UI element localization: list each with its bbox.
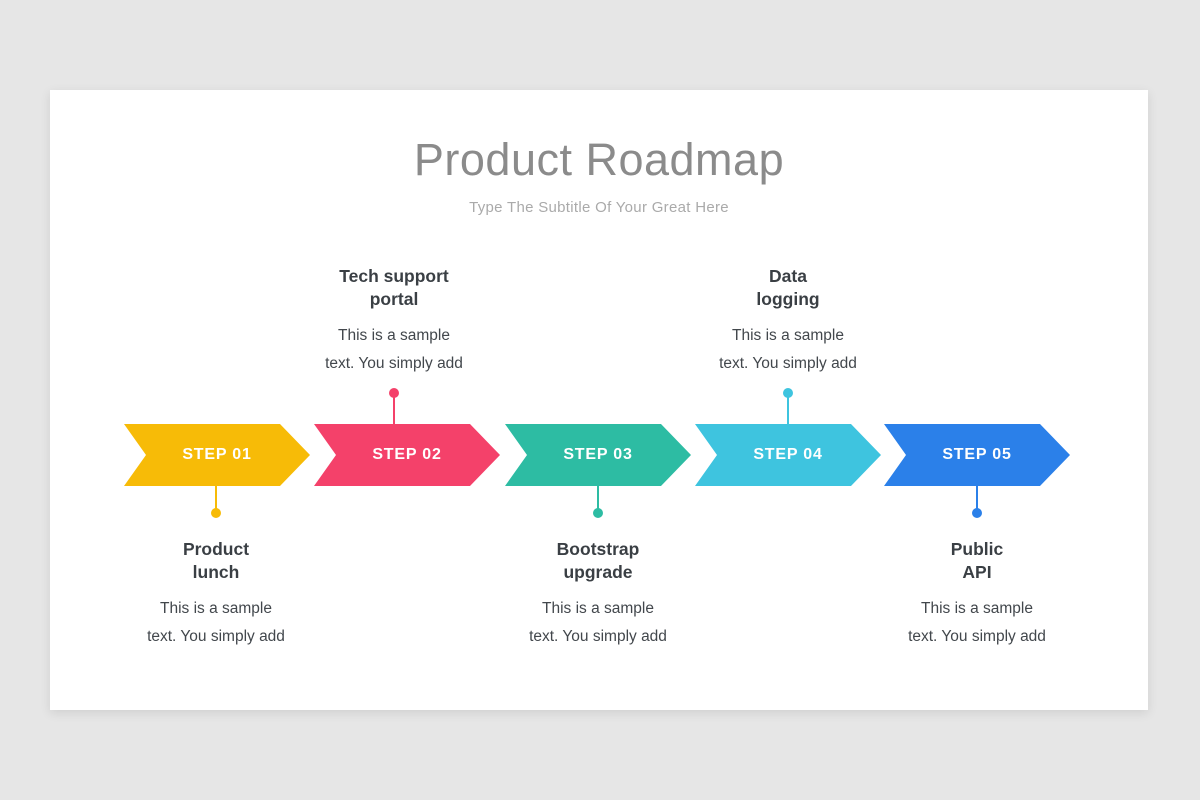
step-callout-1: Product lunch This is a sample text. You… — [96, 538, 336, 650]
callout-title-3: Bootstrap upgrade — [478, 538, 718, 584]
callout-title-4: Data logging — [668, 265, 908, 311]
callout-title-line: Tech support — [339, 266, 449, 286]
step-chevron-3: STEP 03 — [505, 424, 691, 486]
step-label-5: STEP 05 — [942, 446, 1012, 463]
callout-title-line: Product — [182, 539, 250, 559]
callout-body-1: This is a sample text. You simply add — [96, 595, 336, 650]
step-label-3: STEP 03 — [563, 446, 633, 463]
callout-title-5: Public API — [857, 538, 1097, 584]
callout-body-line: text. You simply add — [325, 354, 463, 372]
callout-title-1: Product lunch — [96, 538, 336, 584]
callout-body-line: text. You simply add — [147, 627, 285, 645]
step-callout-4: Data logging This is a sample text. You … — [668, 265, 908, 377]
callout-body-3: This is a sample text. You simply add — [478, 595, 718, 650]
step-chevron-4: STEP 04 — [695, 424, 881, 486]
callout-title-2: Tech support portal — [274, 265, 514, 311]
callout-body-line: This is a sample — [732, 327, 844, 344]
callout-body-2: This is a sample text. You simply add — [274, 322, 514, 377]
callout-title-line: API — [962, 562, 992, 582]
connector-line-2 — [393, 396, 395, 424]
connector-line-3 — [597, 486, 599, 510]
slide-subtitle: Type The Subtitle Of Your Great Here — [469, 199, 729, 216]
connector-line-5 — [976, 486, 978, 510]
connector-dot-2 — [389, 388, 399, 398]
connector-line-1 — [215, 486, 217, 510]
step-callout-3: Bootstrap upgrade This is a sample text.… — [478, 538, 718, 650]
slide-title: Product Roadmap — [413, 134, 785, 185]
callout-title-line: Data — [769, 266, 807, 286]
step-callout-5: Public API This is a sample text. You si… — [857, 538, 1097, 650]
callout-body-line: This is a sample — [160, 600, 272, 617]
callout-title-line: lunch — [192, 562, 240, 582]
callout-title-line: portal — [369, 289, 419, 309]
connector-dot-1 — [211, 508, 221, 518]
callout-body-line: This is a sample — [542, 600, 654, 617]
callout-body-4: This is a sample text. You simply add — [668, 322, 908, 377]
step-label-4: STEP 04 — [753, 446, 823, 463]
step-callout-2: Tech support portal This is a sample tex… — [274, 265, 514, 377]
step-chevron-1: STEP 01 — [124, 424, 310, 486]
step-chevron-5: STEP 05 — [884, 424, 1070, 486]
step-label-1: STEP 01 — [182, 446, 252, 463]
connector-dot-4 — [783, 388, 793, 398]
callout-title-line: logging — [756, 289, 820, 309]
callout-body-line: This is a sample — [921, 600, 1033, 617]
callout-body-line: text. You simply add — [719, 354, 857, 372]
callout-title-line: Bootstrap — [556, 539, 640, 559]
connector-dot-5 — [972, 508, 982, 518]
callout-body-5: This is a sample text. You simply add — [857, 595, 1097, 650]
step-label-2: STEP 02 — [372, 446, 442, 463]
callout-body-line: text. You simply add — [908, 627, 1046, 645]
connector-dot-3 — [593, 508, 603, 518]
callout-body-line: This is a sample — [338, 327, 450, 344]
callout-title-line: Public — [950, 539, 1004, 559]
connector-line-4 — [787, 396, 789, 424]
slide-card: Product Roadmap Type The Subtitle Of You… — [50, 90, 1148, 710]
callout-title-line: upgrade — [563, 562, 633, 582]
callout-body-line: text. You simply add — [529, 627, 667, 645]
step-chevron-2: STEP 02 — [314, 424, 500, 486]
